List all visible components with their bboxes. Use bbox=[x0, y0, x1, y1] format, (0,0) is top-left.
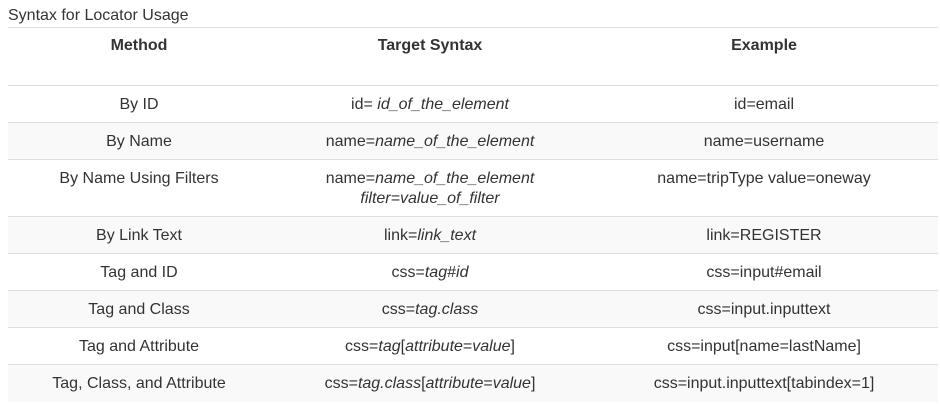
method-cell: By ID bbox=[8, 85, 270, 123]
header-target-syntax: Target Syntax bbox=[270, 27, 590, 86]
target-syntax-cell: css=tag.class bbox=[270, 290, 590, 328]
syntax-literal: css= bbox=[345, 338, 379, 355]
syntax-literal: ] bbox=[510, 338, 515, 355]
syntax-placeholder: attribute bbox=[405, 338, 463, 355]
method-cell: Tag and Attribute bbox=[8, 327, 270, 365]
target-syntax-cell: link=link_text bbox=[270, 216, 590, 254]
target-syntax-cell: id= id_of_the_element bbox=[270, 85, 590, 123]
syntax-placeholder: link_text bbox=[417, 227, 477, 244]
syntax-literal: css= bbox=[381, 301, 416, 318]
syntax-placeholder: id bbox=[456, 264, 469, 281]
syntax-placeholder: value bbox=[472, 338, 511, 355]
syntax-placeholder: value_of_filter bbox=[399, 190, 500, 207]
syntax-literal: [ bbox=[400, 338, 406, 355]
target-syntax-cell: css=tag[attribute=value] bbox=[270, 327, 590, 365]
example-cell: css=input.inputtext[tabindex=1] bbox=[590, 364, 938, 402]
syntax-literal: css= bbox=[391, 264, 425, 281]
example-cell: css=input#email bbox=[590, 253, 938, 291]
syntax-literal: [ bbox=[421, 375, 426, 392]
syntax-placeholder: tag bbox=[378, 338, 401, 355]
example-cell: name=username bbox=[590, 122, 938, 160]
example-cell: link=REGISTER bbox=[590, 216, 938, 254]
syntax-placeholder: name_of_the_element bbox=[375, 170, 535, 187]
syntax-literal: ] bbox=[530, 375, 536, 392]
syntax-placeholder: name_of_the_element bbox=[375, 133, 535, 150]
method-cell: By Name bbox=[8, 122, 270, 160]
syntax-placeholder: value bbox=[492, 375, 531, 392]
target-syntax-cell: name=name_of_the_element bbox=[270, 122, 590, 160]
header-method: Method bbox=[8, 27, 270, 86]
method-cell: Tag, Class, and Attribute bbox=[8, 364, 270, 402]
method-cell: By Link Text bbox=[8, 216, 270, 254]
syntax-literal: = bbox=[462, 338, 473, 355]
syntax-placeholder: tag.class bbox=[357, 375, 422, 392]
target-syntax-cell: name=name_of_the_element filter=value_of_… bbox=[270, 159, 590, 217]
target-syntax-cell: css=tag#id bbox=[270, 253, 590, 291]
example-cell: css=input[name=lastName] bbox=[590, 327, 938, 365]
syntax-literal: name= bbox=[325, 133, 376, 150]
syntax-placeholder: tag.class bbox=[415, 301, 479, 318]
header-example: Example bbox=[590, 27, 938, 86]
syntax-literal: # bbox=[447, 264, 457, 281]
syntax-literal: link= bbox=[383, 227, 418, 244]
table-header: Method Target Syntax Example bbox=[8, 27, 938, 86]
method-cell: By Name Using Filters bbox=[8, 159, 270, 217]
table-caption: Syntax for Locator Usage bbox=[8, 7, 189, 24]
example-cell: name=tripType value=oneway bbox=[590, 159, 938, 217]
syntax-literal: css= bbox=[324, 375, 358, 392]
syntax-placeholder: id_of_the_element bbox=[377, 96, 509, 113]
method-cell: Tag and ID bbox=[8, 253, 270, 291]
syntax-literal: = bbox=[483, 375, 493, 392]
syntax-placeholder: attribute bbox=[425, 375, 484, 392]
target-syntax-cell: css=tag.class[attribute=value] bbox=[270, 364, 590, 402]
method-cell: Tag and Class bbox=[8, 290, 270, 328]
syntax-literal: id= bbox=[351, 96, 378, 113]
header-row: Method Target Syntax Example bbox=[8, 27, 938, 86]
syntax-placeholder: filter= bbox=[360, 190, 400, 207]
syntax-placeholder: tag bbox=[424, 264, 448, 281]
example-cell: id=email bbox=[590, 85, 938, 123]
syntax-literal: name= bbox=[325, 170, 376, 187]
example-cell: css=input.inputtext bbox=[590, 290, 938, 328]
